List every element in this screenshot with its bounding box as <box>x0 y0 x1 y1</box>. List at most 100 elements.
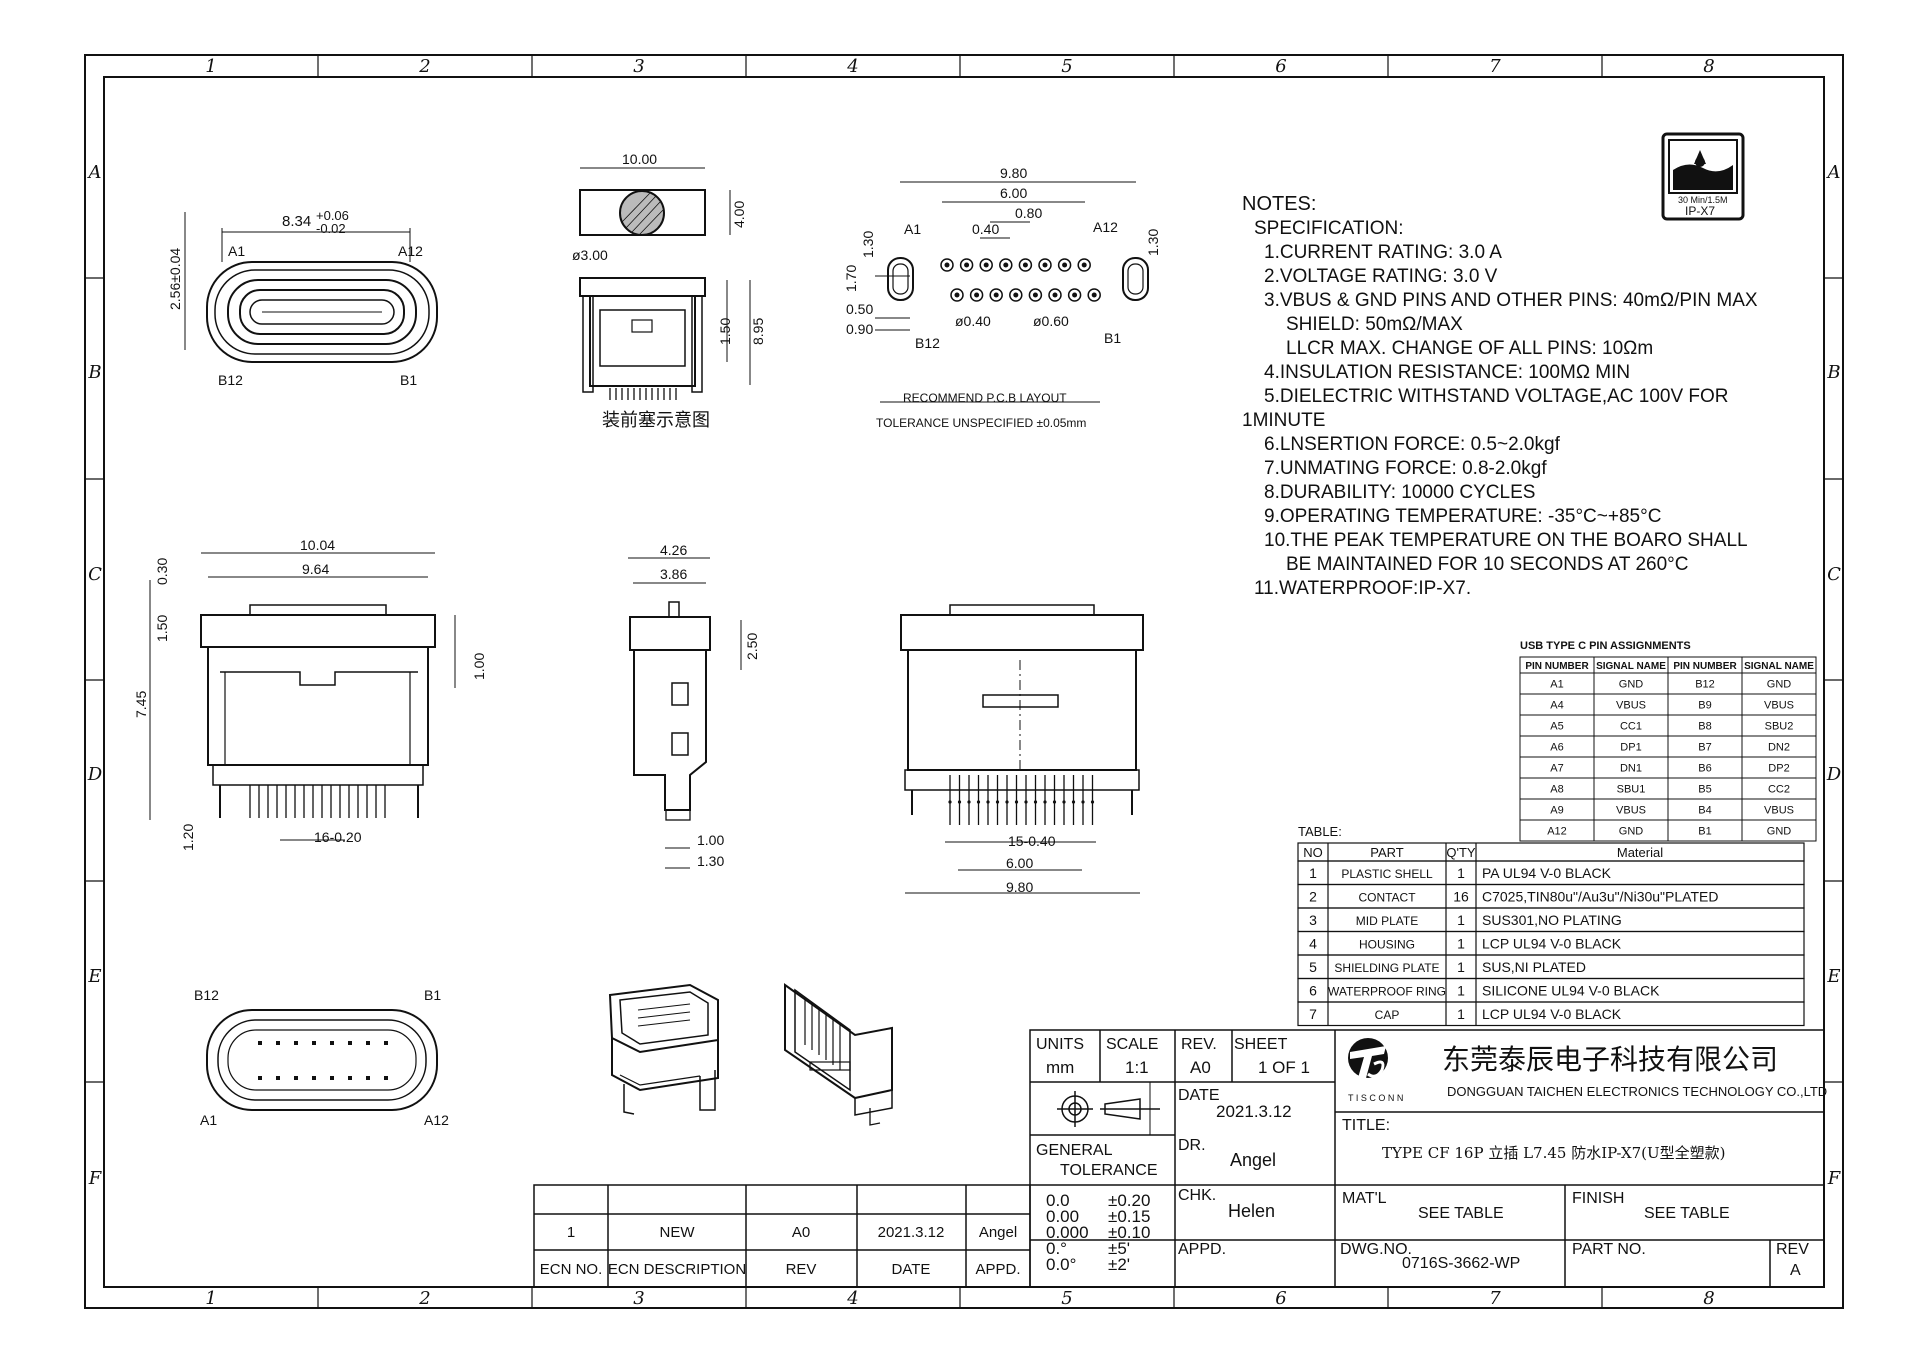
bom-row <box>1297 1001 1805 1027</box>
label-b12-pcb: B12 <box>915 335 940 351</box>
bom-cell: 1 <box>1309 865 1317 881</box>
pin-table-cell: PIN NUMBER <box>1673 661 1737 672</box>
contact-dot <box>258 1041 262 1045</box>
pcb-layout <box>875 181 1149 403</box>
pin-table-cell: VBUS <box>1616 805 1646 817</box>
dim-front-w2: 9.64 <box>302 561 329 577</box>
grid-row-right-C: C <box>1827 564 1841 585</box>
pcb-pad <box>1028 288 1043 302</box>
pcb-pad <box>1048 288 1062 302</box>
pcb-pad-hole <box>944 262 950 268</box>
finish-value: SEE TABLE <box>1644 1205 1730 1222</box>
ecn-cell: NEW <box>660 1224 696 1241</box>
dim-side2-b1: 1.00 <box>697 832 724 848</box>
contact-dot <box>294 1076 298 1080</box>
grid-col-bottom-6: 6 <box>1275 1288 1286 1309</box>
pcb-pad-hole <box>1032 292 1038 298</box>
tol-range: ±2' <box>1108 1255 1130 1274</box>
back-pin-dot <box>1071 800 1076 804</box>
contact-dot <box>258 1076 262 1080</box>
dr-value: Angel <box>1230 1150 1276 1170</box>
bom-cell: Q'TY <box>1446 845 1476 860</box>
label-b1-bot: B1 <box>424 987 441 1003</box>
dim-round-h: 4.00 <box>731 201 747 228</box>
notes-block: NOTES: SPECIFICATION: 1.CURRENT RATING: … <box>1242 193 1758 599</box>
projection-symbol <box>1057 1091 1160 1127</box>
label-b1-top: B1 <box>400 372 417 388</box>
grid-col-bottom-7: 7 <box>1489 1288 1501 1309</box>
pcb-pad-hole <box>974 292 980 298</box>
dim-side2-h: 2.50 <box>744 633 760 660</box>
tolerance-label: TOLERANCE <box>1060 1162 1158 1179</box>
tol-range: ±5' <box>1108 1239 1130 1258</box>
dim-pcb-h2: 1.70 <box>843 265 859 292</box>
contact-dot <box>312 1041 316 1045</box>
pin-table-cell: CC1 <box>1620 721 1642 733</box>
grid-row-right-A: A <box>1826 162 1841 183</box>
tol-range: ±0.20 <box>1108 1191 1150 1210</box>
dim-pcb-p1: 0.80 <box>1015 205 1042 221</box>
pcb-pad-hole <box>954 292 960 298</box>
back-pin-dot <box>948 800 952 804</box>
pcb-pad <box>989 288 1003 302</box>
pin-table-title: USB TYPE C PIN ASSIGNMENTS <box>1520 640 1691 652</box>
dim-pcb-d1: ø0.40 <box>955 313 991 329</box>
back-view <box>900 604 1144 894</box>
part-label: PART NO. <box>1572 1241 1646 1258</box>
pin-table-cell: SIGNAL NAME <box>1744 661 1814 672</box>
tol-value: 0.000 <box>1046 1223 1089 1242</box>
pcb-pad <box>999 258 1013 272</box>
dim-pcb-l1: 0.50 <box>846 301 873 317</box>
back-pin-dot <box>967 800 971 804</box>
pcb-pad-hole <box>1022 262 1028 268</box>
dwg-label: DWG.NO. <box>1340 1241 1412 1258</box>
bom-cell: SHIELDING PLATE <box>1334 961 1439 975</box>
back-pin-dot <box>1014 800 1019 804</box>
pcb-pad <box>979 258 993 272</box>
rev2-value: A <box>1790 1262 1801 1279</box>
rev-label: REV. <box>1181 1036 1217 1053</box>
dim-pcb-h1: 1.30 <box>860 231 876 258</box>
dim-top-tol-up: +0.06 <box>316 208 349 223</box>
pcb-pad <box>959 258 974 272</box>
company-cn: 东莞泰辰电子科技有限公司 <box>1442 1043 1778 1076</box>
note-item: SHIELD: 50mΩ/MAX <box>1286 314 1463 335</box>
date-value: 2021.3.12 <box>1216 1102 1292 1121</box>
note-item: 7.UNMATING FORCE: 0.8-2.0kgf <box>1264 458 1547 479</box>
pcb-pad-hole <box>1062 262 1068 268</box>
grid-col-bottom-4: 4 <box>846 1288 858 1309</box>
pin-table-cell: DN1 <box>1620 763 1642 775</box>
back-pin-dot <box>1043 800 1047 804</box>
dim-back-w1: 6.00 <box>1006 855 1033 871</box>
sheet-label: SHEET <box>1234 1036 1288 1053</box>
dim-side-h2: 8.95 <box>750 318 766 345</box>
dim-back-pins: 15-0.40 <box>1008 833 1056 849</box>
note-item: 10.THE PEAK TEMPERATURE ON THE BOARO SHA… <box>1264 530 1748 551</box>
pin-table-cell: A8 <box>1550 784 1563 796</box>
matl-value: SEE TABLE <box>1418 1205 1504 1222</box>
grid-row-left-F: F <box>88 1168 103 1189</box>
contact-dot <box>276 1076 280 1080</box>
bom-cell: 6 <box>1309 982 1317 998</box>
bom-cell: PLASTIC SHELL <box>1341 867 1433 881</box>
bom-cell: NO <box>1303 845 1323 860</box>
units-label: UNITS <box>1036 1036 1084 1053</box>
pcb-pad-hole <box>1052 292 1058 298</box>
bottom-contacts-view <box>206 1009 438 1111</box>
grid-row-right-E: E <box>1826 966 1840 987</box>
ecn-cell: 2021.3.12 <box>878 1224 945 1241</box>
pin-table-cell: SIGNAL NAME <box>1596 661 1666 672</box>
grid-col-top-6: 6 <box>1275 56 1286 77</box>
label-a12-top: A12 <box>398 243 423 259</box>
dim-side2-w1: 4.26 <box>660 542 687 558</box>
drawing-title: TYPE CF 16P 立插 L7.45 防水IP-X7(U型全塑款) <box>1382 1144 1726 1162</box>
note-item: 9.OPERATING TEMPERATURE: -35°C~+85°C <box>1264 506 1661 527</box>
pcb-pad-hole <box>964 262 970 268</box>
grid-row-right-B: B <box>1826 362 1840 383</box>
pcb-pad <box>1077 258 1091 272</box>
pin-table-cell: B5 <box>1698 784 1711 796</box>
tol-range: ±0.10 <box>1108 1223 1150 1242</box>
tol-value: 0.° <box>1046 1239 1067 1258</box>
dim-front-w1: 10.04 <box>300 537 335 553</box>
